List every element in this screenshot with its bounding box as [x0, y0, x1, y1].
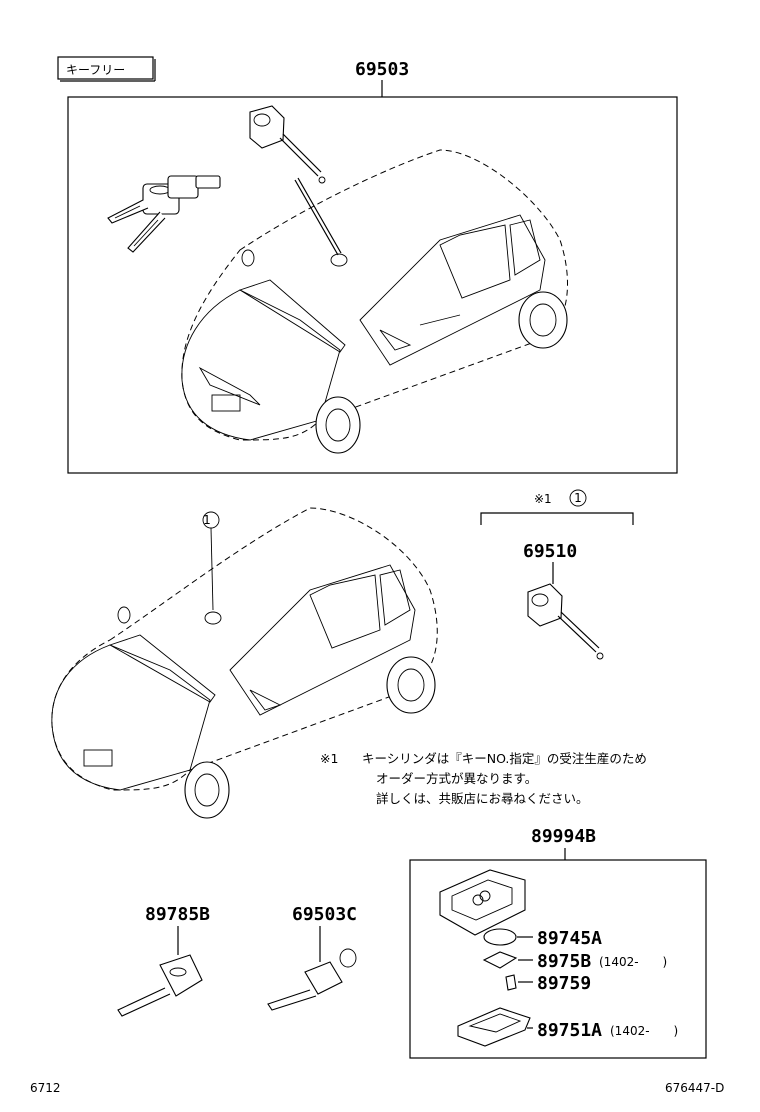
- remote-part-2-label: 8975B: [537, 951, 591, 972]
- detail-part-label: 69510: [523, 541, 577, 562]
- remote-frame: [409, 859, 707, 1059]
- remote-part-4-label: 89751A: [537, 1020, 602, 1041]
- footer-left-code: 6712: [30, 1081, 61, 1095]
- remote-part-2-note: (1402- ): [599, 955, 667, 969]
- remote-case-top: [439, 869, 526, 936]
- note-marker: ※1: [320, 751, 338, 766]
- callout-circled-number: 1: [203, 513, 211, 527]
- gasket-icon: [482, 951, 518, 969]
- key-right-illustration: [267, 948, 357, 1011]
- detail-circle: [569, 489, 587, 507]
- car-illustration-bottom: [51, 507, 438, 819]
- header-tag-label: キーフリー: [66, 63, 125, 77]
- detail-note-ref: ※1: [534, 492, 552, 506]
- cylinder-illustration-top: [249, 105, 326, 184]
- battery-icon: [483, 928, 517, 946]
- remote-assembly-label: 89994B: [531, 826, 596, 847]
- note-line-2: オーダー方式が異なります。: [376, 771, 537, 786]
- main-part-label: 69503: [355, 59, 409, 80]
- main-assembly-frame: [67, 96, 678, 474]
- header-tag: キーフリー: [57, 56, 156, 82]
- remote-part-1-label: 89745A: [537, 928, 602, 949]
- remote-part-4-note: (1402- ): [610, 1024, 678, 1038]
- key-set-illustration: [107, 175, 221, 253]
- screw-icon: [505, 974, 517, 991]
- key-left-illustration: [117, 954, 203, 1017]
- detail-bracket: [480, 512, 634, 525]
- key-right-label: 69503C: [292, 904, 357, 925]
- footer-right-code: 676447-D: [665, 1081, 724, 1095]
- remote-case-bottom: [457, 1007, 531, 1047]
- cylinder-illustration-detail: [527, 583, 604, 660]
- remote-part-3-label: 89759: [537, 973, 591, 994]
- detail-circled-number: 1: [574, 491, 582, 505]
- car-illustration-top: [181, 149, 568, 454]
- note-line-1: キーシリンダは『キーNO.指定』の受注生産のため: [362, 751, 647, 766]
- note-line-3: 詳しくは、共販店にお尋ねください。: [376, 791, 589, 806]
- key-left-label: 89785B: [145, 904, 210, 925]
